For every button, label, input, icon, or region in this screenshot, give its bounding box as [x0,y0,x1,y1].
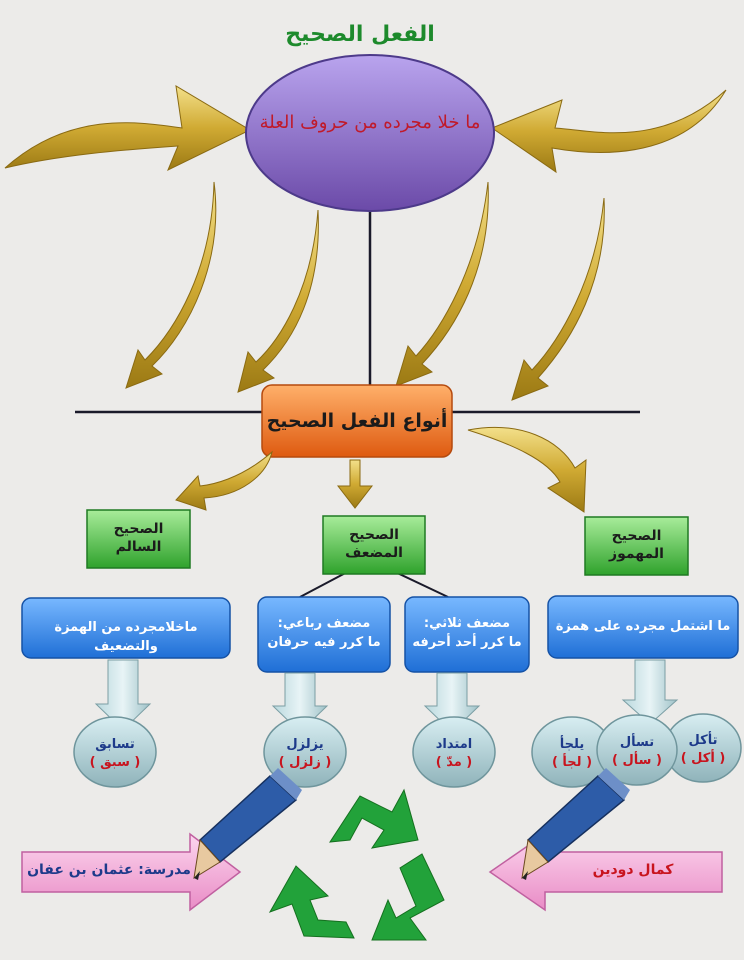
example-word: امتداد [435,737,473,752]
definition-mahmooz: ما اشتمل مجرده على همزة [555,619,731,634]
example-5: تسأل ( سأل ) [597,734,677,770]
curved-arrow-icon [4,85,252,172]
school-banner [21,832,242,912]
definition-salim: ماخلامجرده من الهمزة والتضعيف [54,620,198,654]
main-box [261,384,453,458]
category-line: المضعف [345,545,403,561]
example-root: ( أكل ) [680,751,726,766]
example-word: يلجأ [559,737,585,752]
category-box-salim [86,509,191,569]
curved-arrow-icon [467,426,587,513]
author-label: كمال دودين [592,862,674,878]
recycle-icon [268,788,445,941]
category-mahmooz: الصحيح المهموز [585,527,688,563]
category-box-mudaaf [322,515,426,575]
example-word: تسابق [95,737,135,752]
definition-box-thulathi [404,596,530,673]
curved-arrow-icon [125,181,217,389]
definition-box-salim [21,597,231,659]
definition-line: مضعف ثلاثي: [423,616,511,631]
down-arrow-icon [336,459,374,509]
example-root: ( مدّ ) [435,755,473,770]
example-1: تسابق ( سبق ) [74,736,156,772]
definition-text: ما خلا مجرده من حروف العلة [259,112,481,133]
curved-arrow-icon [395,181,489,387]
category-line: الصحيح [113,521,164,537]
example-oval [73,716,157,788]
example-6: تأكل ( أكل ) [665,732,741,768]
definition-thulathi: مضعف ثلاثي: ما كرر أحد أحرفه [405,614,529,652]
definition-line: مضعف رباعي: [277,616,371,631]
curved-arrow-icon [511,197,605,401]
category-box-mahmooz [584,516,689,576]
down-arrow-icon [621,659,679,725]
definition-line: ما كرر أحد أحرفه [412,635,522,650]
example-3: امتداد ( مدّ ) [413,736,495,772]
example-word: يزلزل [286,737,324,752]
curved-arrow-icon [237,209,319,393]
example-word: تسأل [619,735,655,750]
curved-arrow-icon [175,450,273,511]
pencil-icon [193,768,302,880]
example-oval [412,716,496,788]
down-arrow-icon [94,659,152,731]
definition-box-mahmooz [547,595,739,659]
definition-ellipse [245,54,495,212]
example-4: يلجأ ( لجأ ) [532,736,612,772]
category-salim: الصحيح السالم [87,520,190,556]
diagram-title: الفعل الصحيح [285,22,435,47]
category-line: المهموز [609,546,664,562]
main-box-label: أنواع الفعل الصحيح [266,410,448,432]
example-oval [263,716,347,788]
example-root: ( سبق ) [89,755,141,770]
category-line: السالم [115,539,162,555]
category-line: الصحيح [349,527,399,543]
example-oval [596,714,678,786]
example-2: يزلزل ( زلزل ) [264,736,346,772]
definition-rubai: مضعف رباعي: ما كرر فيه حرفان [258,614,390,652]
example-root: ( لجأ ) [551,755,593,770]
example-root: ( زلزل ) [278,755,332,770]
category-line: الصحيح [611,528,662,544]
definition-line: ما كرر فيه حرفان [267,635,381,650]
curved-arrow-icon [490,89,727,174]
category-mudaaf: الصحيح المضعف [323,526,425,562]
definition-box-rubai [257,596,391,673]
school-label: مدرسة: عثمان بن عفان [27,862,191,878]
example-word: تأكل [688,733,718,748]
example-root: ( سأل ) [612,753,662,768]
pencil-icon [521,768,630,880]
